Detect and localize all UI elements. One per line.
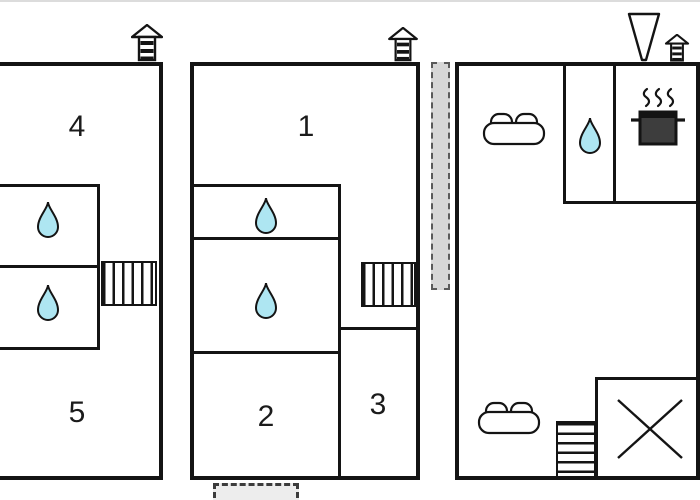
chimney-icon bbox=[388, 27, 418, 62]
wall-segment bbox=[563, 66, 566, 204]
wall-segment bbox=[0, 265, 100, 268]
room-3-label: 3 bbox=[369, 388, 387, 421]
wall-segment bbox=[193, 184, 341, 187]
room-4-label: 4 bbox=[68, 110, 86, 143]
cooking-pot-icon bbox=[631, 87, 685, 146]
wall-segment bbox=[595, 377, 598, 480]
wall-segment bbox=[0, 184, 100, 187]
wall-segment bbox=[97, 184, 100, 350]
cross-icon bbox=[617, 399, 683, 459]
wall-segment bbox=[193, 237, 341, 240]
chimney-icon bbox=[664, 34, 690, 62]
wall-segment bbox=[613, 66, 616, 204]
water-drop-icon bbox=[36, 201, 60, 238]
water-drop-shape bbox=[36, 201, 60, 238]
room-2-label: 2 bbox=[257, 400, 275, 433]
water-drop-icon bbox=[578, 117, 602, 154]
wall-segment bbox=[595, 377, 700, 380]
water-drop-shape bbox=[578, 117, 602, 154]
wall-segment bbox=[0, 347, 100, 350]
room-1-label: 1 bbox=[297, 110, 315, 143]
room-5-label: 5 bbox=[68, 396, 86, 429]
hatched-divider bbox=[431, 62, 450, 290]
stairs-icon bbox=[556, 421, 596, 478]
wall-segment bbox=[563, 201, 700, 204]
wall-segment bbox=[193, 351, 341, 354]
wall-segment bbox=[341, 327, 416, 330]
chimney-icon bbox=[131, 24, 163, 62]
stairs-icon bbox=[361, 262, 416, 307]
water-drop-icon bbox=[36, 284, 60, 321]
wall-segment bbox=[338, 184, 341, 476]
terrace-dashed-outline bbox=[213, 483, 299, 500]
stairs-icon bbox=[101, 261, 157, 306]
sofa-icon bbox=[482, 112, 546, 146]
water-drop-shape bbox=[36, 284, 60, 321]
water-drop-icon bbox=[254, 197, 278, 234]
image-frame-top bbox=[0, 0, 700, 2]
water-drop-shape bbox=[254, 197, 278, 234]
flue-cone-icon bbox=[627, 12, 661, 62]
water-drop-shape bbox=[254, 282, 278, 319]
sofa-icon bbox=[477, 401, 541, 435]
water-drop-icon bbox=[254, 282, 278, 319]
